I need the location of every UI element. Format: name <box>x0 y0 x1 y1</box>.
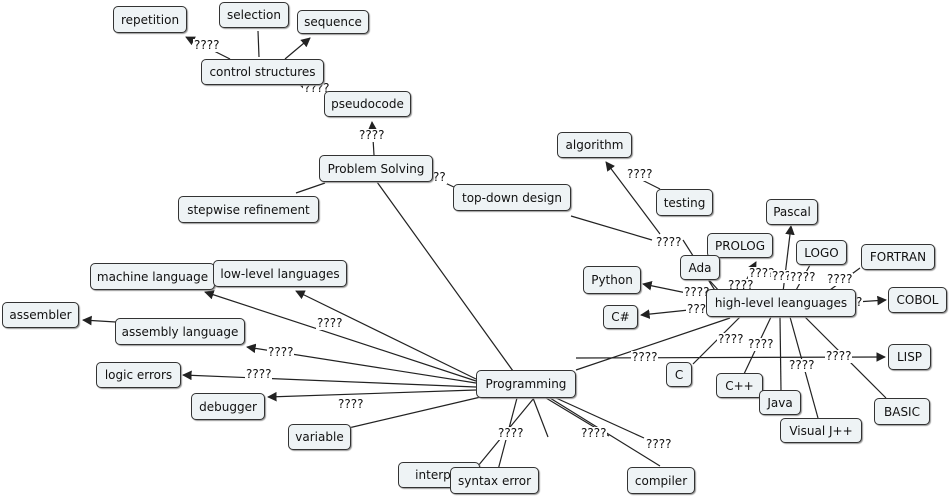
node-programming[interactable]: Programming <box>476 370 576 398</box>
node-problem-solving[interactable]: Problem Solving <box>319 155 433 182</box>
edge-topdown-highlevel <box>570 215 653 241</box>
node-java[interactable]: Java <box>759 390 801 415</box>
node-debugger[interactable]: debugger <box>191 393 265 420</box>
node-python[interactable]: Python <box>583 266 641 294</box>
node-logo[interactable]: LOGO <box>796 240 847 265</box>
edge-highlevel-c <box>692 316 741 365</box>
link-label-highlevel-basic: ???? <box>825 349 853 363</box>
link-label-highlevel-cobol: ? <box>855 295 864 309</box>
node-prolog[interactable]: PROLOG <box>707 233 773 258</box>
node-selection[interactable]: selection <box>219 2 289 28</box>
node-machine-language[interactable]: machine language <box>90 263 215 290</box>
link-label-algorithm-testing: ???? <box>626 167 654 181</box>
node-logic-errors[interactable]: logic errors <box>96 362 181 388</box>
node-compiler[interactable]: compiler <box>627 467 695 494</box>
link-label-programming-syntax: ???? <box>497 426 525 440</box>
node-sequence[interactable]: sequence <box>297 10 369 34</box>
edge-highlevel-algorithm <box>605 161 661 235</box>
link-label-pseudocode-problem: ???? <box>358 128 386 142</box>
node-syntax-error[interactable]: syntax error <box>450 467 539 494</box>
edge-programming-debugger <box>267 389 477 402</box>
link-label-programming-lowlevel: ???? <box>316 316 344 330</box>
link-label-topdown-highlevel: ???? <box>655 235 683 249</box>
link-label-highlevel-logo: ???? <box>789 270 817 284</box>
link-label-control-repetition: ???? <box>193 38 221 52</box>
node-csharp[interactable]: C# <box>603 305 638 329</box>
link-label-programming-compiler-2: ???? <box>645 437 673 451</box>
node-cpp[interactable]: C++ <box>716 373 763 398</box>
node-pseudocode[interactable]: pseudocode <box>324 91 411 117</box>
link-label-problem-topdown: ?? <box>432 170 447 184</box>
link-label-highlevel-ada: ???? <box>727 278 755 292</box>
link-label-programming-compiler: ???? <box>580 426 608 440</box>
node-ada[interactable]: Ada <box>680 255 720 280</box>
node-basic[interactable]: BASIC <box>874 398 930 425</box>
node-fortran[interactable]: FORTRAN <box>861 244 935 270</box>
node-control-structures[interactable]: control structures <box>201 59 324 85</box>
link-label-programming-assembly: ???? <box>267 345 295 359</box>
link-label-highlevel-python: ???? <box>683 285 711 299</box>
edge-programming-machine <box>204 290 477 382</box>
link-label-highlevel-cpp: ???? <box>747 337 775 351</box>
edge-programming-lowlevel <box>295 290 477 380</box>
node-top-down-design[interactable]: top-down design <box>453 184 571 211</box>
edge-programming-variable <box>339 395 486 431</box>
node-testing[interactable]: testing <box>656 189 713 216</box>
node-stepwise-refinement[interactable]: stepwise refinement <box>178 196 319 223</box>
edge-programming-syntax2 <box>532 397 549 438</box>
edge-programming-logic <box>182 370 477 388</box>
node-interpreter[interactable]: interpre <box>398 462 480 488</box>
link-label-programming-variable: ???? <box>337 397 365 411</box>
node-variable[interactable]: variable <box>288 424 351 450</box>
edge-programming-highlevel <box>575 317 731 371</box>
node-high-level-languages[interactable]: high-level leanguages <box>706 289 856 317</box>
node-low-level-languages[interactable]: low-level languages <box>213 260 347 287</box>
edge-highlevel-java <box>779 316 782 392</box>
node-assembly-language[interactable]: assembly language <box>115 318 245 345</box>
link-label-programming-logic: ???? <box>245 367 273 381</box>
node-lisp[interactable]: LISP <box>888 344 931 370</box>
node-visual-jpp[interactable]: Visual J++ <box>780 418 862 443</box>
edge-control-sequence <box>284 37 311 60</box>
node-assembler[interactable]: assembler <box>2 302 79 328</box>
link-label-highlevel-fortran: ???? <box>826 272 854 286</box>
node-pascal[interactable]: Pascal <box>766 199 818 225</box>
link-label-highlevel-prolog: ???? <box>748 266 776 280</box>
node-algorithm[interactable]: algorithm <box>557 132 632 158</box>
link-label-highlevel-c: ???? <box>717 332 745 346</box>
node-cobol[interactable]: COBOL <box>888 287 947 313</box>
node-c[interactable]: C <box>666 362 692 387</box>
edge-control-selection <box>257 30 260 58</box>
edge-problem-stepwise <box>295 182 326 194</box>
edge-programming-compiler3 <box>555 397 645 439</box>
link-label-programming-lisp: ???? <box>631 350 659 364</box>
edge-problem-programming <box>376 181 514 372</box>
link-label-highlevel-visual: ???? <box>788 358 816 372</box>
node-repetition[interactable]: repetition <box>113 6 187 33</box>
